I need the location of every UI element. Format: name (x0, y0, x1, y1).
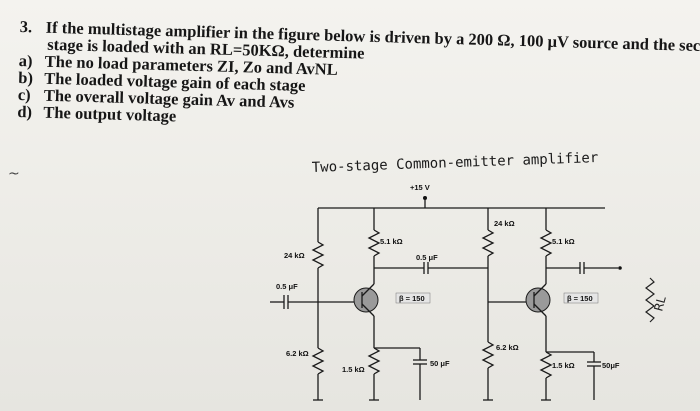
cin-label: 0.5 μF (276, 282, 298, 291)
rc1-resistor (367, 229, 381, 257)
rl-label: RL (651, 294, 668, 312)
ce1-label: 50 μF (430, 359, 450, 368)
rl-handwritten-resistor (645, 277, 655, 323)
r2-label: 6.2 kΩ (286, 349, 309, 358)
margin-pen-mark: ~ (8, 166, 20, 182)
re2-resistor (539, 351, 553, 379)
ccouple-label: 0.5 μF (416, 253, 438, 262)
rc2-label: 5.1 kΩ (552, 237, 575, 246)
part-letter: a) (18, 50, 33, 71)
r3-label: 24 kΩ (494, 219, 515, 228)
r1-label: 24 kΩ (284, 251, 305, 260)
re1-label: 1.5 kΩ (342, 365, 365, 374)
re1-resistor (367, 347, 381, 375)
transistor-1 (353, 287, 379, 313)
question-number: 3. (19, 17, 33, 37)
part-letter: b) (18, 67, 34, 88)
part-letter: c) (17, 84, 31, 105)
diagram-title: Two-stage Common-emitter amplifier (312, 152, 599, 176)
output-terminal (618, 266, 622, 270)
question-block: 3.If the multistage amplifier in the fig… (17, 17, 700, 139)
rc1-label: 5.1 kΩ (380, 237, 403, 246)
r4-label: 6.2 kΩ (496, 343, 519, 352)
rc2-resistor (539, 229, 553, 257)
transistor-2 (525, 287, 551, 313)
beta1-label: β = 150 (399, 294, 425, 303)
part-letter: d) (17, 101, 33, 122)
beta2-label: β = 150 (567, 294, 593, 303)
part-text: The output voltage (43, 102, 177, 126)
r3-resistor (481, 229, 495, 257)
r1-resistor (311, 241, 325, 269)
circuit-diagram: Two-stage Common-emitter amplifier +15 V… (250, 152, 700, 411)
circuit-svg: Two-stage Common-emitter amplifier +15 V… (270, 152, 669, 401)
re2-label: 1.5 kΩ (552, 361, 575, 370)
supply-terminal (423, 196, 427, 200)
r4-resistor (481, 341, 495, 369)
r2-resistor (311, 347, 325, 375)
ce2-label: 50μF (602, 361, 620, 370)
supply-label: +15 V (410, 183, 430, 192)
